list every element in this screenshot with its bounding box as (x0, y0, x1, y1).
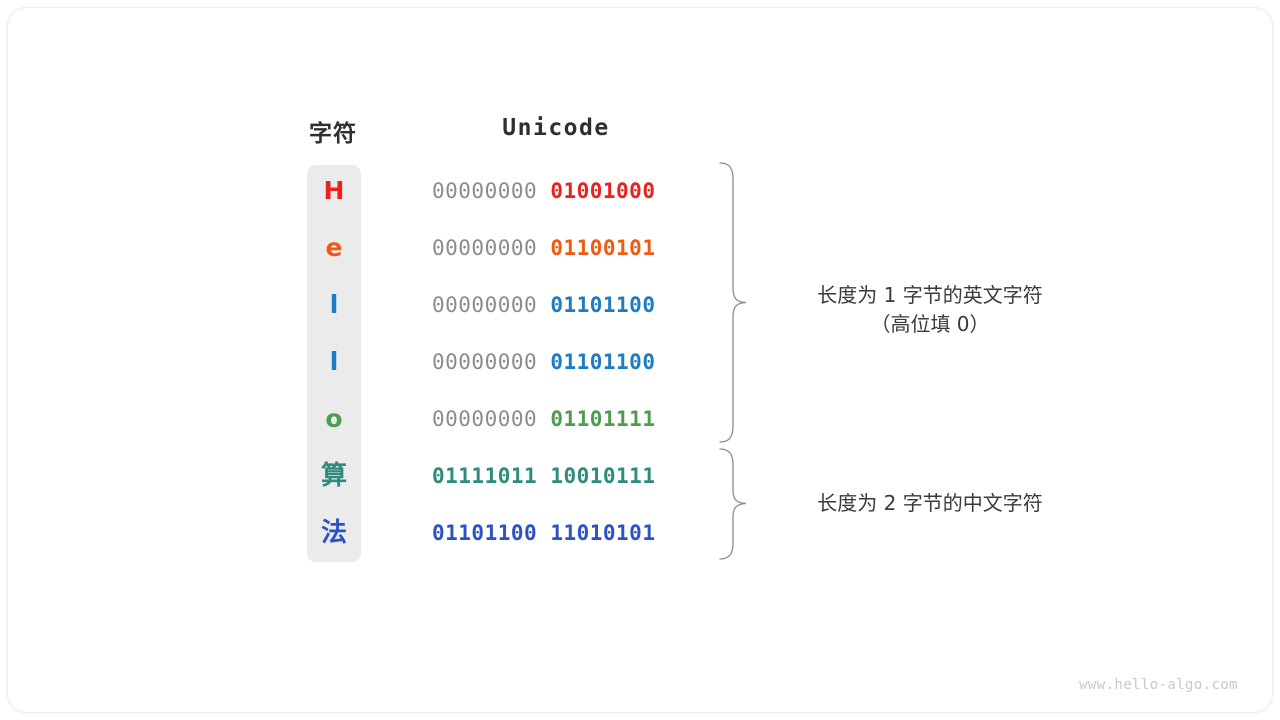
binary-row: 00000000 01101100 (432, 285, 732, 325)
binary-low-byte: 11010101 (550, 521, 656, 545)
annotation-one-byte-line2: （高位填 0） (870, 312, 990, 336)
character-glyph: 法 (320, 518, 347, 548)
binary-low-byte: 01101111 (550, 407, 656, 431)
brace-two-byte (719, 448, 747, 560)
binary-high-byte: 00000000 (432, 179, 538, 203)
annotation-one-byte-line1: 长度为 1 字节的英文字符 (817, 283, 1043, 307)
watermark: www.hello-algo.com (1079, 677, 1238, 693)
binary-row: 00000000 01001000 (432, 171, 732, 211)
binary-high-byte: 01111011 (432, 464, 538, 488)
binary-high-byte: 00000000 (432, 350, 538, 374)
brace-one-byte (719, 162, 747, 443)
byte-separator (537, 179, 550, 203)
binary-row: 00000000 01101111 (432, 399, 732, 439)
byte-separator (537, 350, 550, 374)
binary-low-byte: 10010111 (550, 464, 656, 488)
annotation-one-byte: 长度为 1 字节的英文字符 （高位填 0） (760, 281, 1100, 339)
annotation-two-byte: 长度为 2 字节的中文字符 (760, 489, 1100, 518)
binary-low-byte: 01001000 (550, 179, 656, 203)
binary-row: 00000000 01101100 (432, 342, 732, 382)
column-header-unicode: Unicode (502, 115, 610, 141)
character-glyph: 算 (320, 461, 347, 491)
binary-row: 01101100 11010101 (432, 513, 732, 553)
character-glyph: e (325, 233, 343, 262)
binary-high-byte: 01101100 (432, 521, 538, 545)
column-header-character: 字符 (309, 121, 357, 147)
byte-separator (537, 407, 550, 431)
binary-low-byte: 01100101 (550, 236, 656, 260)
binary-high-byte: 00000000 (432, 407, 538, 431)
card-frame (8, 8, 1272, 712)
binary-low-byte: 01101100 (550, 293, 656, 317)
character-column-background (307, 165, 361, 562)
byte-separator (537, 236, 550, 260)
character-glyph: l (329, 347, 339, 376)
annotation-two-byte-line1: 长度为 2 字节的中文字符 (817, 491, 1043, 515)
character-glyph: H (323, 176, 345, 205)
character-glyph: l (329, 290, 339, 319)
byte-separator (537, 521, 550, 545)
character-glyph: o (325, 404, 343, 433)
byte-separator (537, 464, 550, 488)
binary-low-byte: 01101100 (550, 350, 656, 374)
byte-separator (537, 293, 550, 317)
binary-high-byte: 00000000 (432, 236, 538, 260)
binary-row: 01111011 10010111 (432, 456, 732, 496)
binary-high-byte: 00000000 (432, 293, 538, 317)
binary-row: 00000000 01100101 (432, 228, 732, 268)
